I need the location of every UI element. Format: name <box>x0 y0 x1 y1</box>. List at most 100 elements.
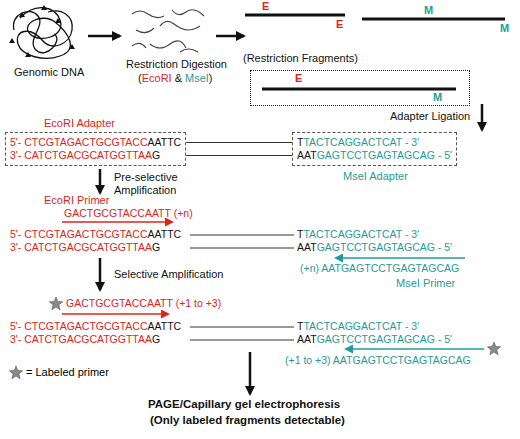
fragment <box>136 28 154 33</box>
sequence: TACTCAGGACTCAT - 3' <box>303 136 419 149</box>
site-letter: E <box>262 0 269 13</box>
enzyme-name: EcoRI <box>142 72 172 85</box>
text-row: E <box>295 72 302 85</box>
sequence: G <box>152 149 160 162</box>
text-row: M <box>424 4 433 17</box>
cut-site <box>19 12 25 17</box>
primer-arrow <box>62 221 172 223</box>
text-row: EcoRI Primer <box>44 194 109 207</box>
sequence: 3'- CATCTGACGCATGGTTAA <box>10 149 152 162</box>
site-letter: M <box>500 22 509 35</box>
text-row: Restriction Digestion <box>126 58 227 71</box>
sequence: GAGTCCTGAGTAGCAG - 5' <box>317 241 452 254</box>
fragment-strand <box>186 142 292 143</box>
step-label: Adapter Ligation <box>390 110 470 123</box>
legend-star <box>9 366 22 379</box>
dna-strand <box>13 12 56 53</box>
sequence: G <box>152 333 160 346</box>
text-row: 3'- CATCTGACGCATGGTTAAG <box>10 333 160 346</box>
adapter-box: EcoRI Adapter5'- CTCGTAGACTGCGTACCAATTC3… <box>5 132 186 166</box>
sequence: G <box>152 241 160 254</box>
cut-sites <box>9 5 75 57</box>
label-star <box>49 297 62 310</box>
restriction-fragment <box>362 18 505 21</box>
cut-site <box>69 44 75 49</box>
flow-arrow <box>88 35 120 38</box>
text-row: E <box>262 0 269 13</box>
primer-arrow <box>336 257 465 259</box>
sequence: T <box>297 228 303 241</box>
step-label: (Restriction Fragments) <box>243 52 358 65</box>
text-row: AATGAGTCCTGAGTAGCAG - 5' <box>297 241 452 254</box>
site-letter: M <box>424 4 433 17</box>
text-row: TTACTCAGGACTCAT - 3' <box>297 228 419 241</box>
restriction-fragment <box>262 88 456 91</box>
step-label: Genomic DNA <box>14 66 84 79</box>
sequence: 5'- CTCGTAGACTGCGTACC <box>10 136 148 149</box>
primer-heading: EcoRI Primer <box>44 194 109 207</box>
text-row: (Only labeled fragments detectable) <box>150 414 345 427</box>
text-row: Genomic DNA <box>14 66 84 79</box>
cut-site <box>41 5 47 10</box>
flow-arrow <box>99 169 102 193</box>
dna-strand <box>17 8 72 59</box>
enzyme-name: MseI <box>185 72 209 85</box>
adapter-heading: MseI Adapter <box>343 170 408 183</box>
text-row: Selective Amplification <box>114 268 223 281</box>
text-row: 5'- CTCGTAGACTGCGTACCAATTC <box>10 320 181 333</box>
site-letter: M <box>433 91 442 104</box>
text-row: AATGAGTCCTGAGTAGCAG - 5' <box>297 333 452 346</box>
enzyme-name: & <box>175 72 182 85</box>
site-letter: E <box>336 18 343 31</box>
text-row: 3'- CATCTGACGCATGGTTAAG <box>10 241 160 254</box>
legend-text: = Labeled primer <box>26 366 109 379</box>
primer-arrow <box>346 348 484 350</box>
text-row: (+1 to +3) AATGAGTCCTGAGTAGCAG <box>285 354 471 367</box>
sequence: GAGTCCTGAGTAGCAG - 5' <box>317 333 452 346</box>
sequence: TACTCAGGACTCAT - 3' <box>303 320 419 333</box>
fragment <box>180 49 198 52</box>
enzyme-name: ( <box>138 72 142 85</box>
sequence: TACTCAGGACTCAT - 3' <box>303 228 419 241</box>
dna-tangle <box>13 8 72 59</box>
text-row: Pre-selective Amplification <box>114 171 194 197</box>
primer-heading: MseI Primer <box>396 277 455 290</box>
fragment <box>160 21 200 30</box>
step-label: Restriction Digestion <box>126 58 227 71</box>
primer-sequence: GACTGCGTACCAATT (+1 to +3) <box>66 297 221 310</box>
primer-sequence: GACTGCGTACCAATT (+n) <box>64 207 193 220</box>
step-label: Pre-selective Amplification <box>114 171 178 196</box>
primer-sequence: (+1 to +3) AATGAGTCCTGAGTAGCAG <box>285 354 471 367</box>
text-row: 5'- CTCGTAGACTGCGTACCAATTC <box>10 136 181 149</box>
text-row: TTACTCAGGACTCAT - 3' <box>297 136 452 149</box>
fragments <box>132 10 204 52</box>
step-label: Selective Amplification <box>114 268 223 281</box>
adapter-heading: EcoRI Adapter <box>44 117 115 130</box>
primer-sequence: (+n) AATGAGTCCTGAGTAGCAG <box>300 262 459 275</box>
text-row: Adapter Ligation <box>390 110 470 123</box>
flow-arrow <box>249 352 252 394</box>
text-row: TTACTCAGGACTCAT - 3' <box>297 320 419 333</box>
fragment <box>132 11 164 18</box>
text-row: E <box>336 18 343 31</box>
sequence: 5'- CTCGTAGACTGCGTACC <box>10 228 148 241</box>
fragment-box: EM <box>250 70 470 106</box>
flow-arrow <box>99 258 102 290</box>
adapter-box: TTACTCAGGACTCAT - 3'AATGAGTCCTGAGTAGCAG … <box>292 132 457 166</box>
fragment <box>132 43 146 48</box>
fragment-strand <box>190 248 294 249</box>
text-row: M <box>500 22 509 35</box>
site-letter: E <box>295 72 302 85</box>
text-row: MseI Primer <box>396 277 455 290</box>
result-label: (Only labeled fragments detectable) <box>150 414 345 427</box>
text-row: (Restriction Fragments) <box>243 52 358 65</box>
text-row: M <box>433 91 442 104</box>
text-row: EcoRI Adapter <box>44 117 115 130</box>
sequence: T <box>297 136 303 149</box>
sequence: 3'- CATCTGACGCATGGTTAA <box>10 333 152 346</box>
sequence: AATTC <box>148 136 182 149</box>
restriction-fragment <box>245 14 345 17</box>
fragment-strand <box>190 340 294 341</box>
flow-arrow <box>216 35 244 38</box>
